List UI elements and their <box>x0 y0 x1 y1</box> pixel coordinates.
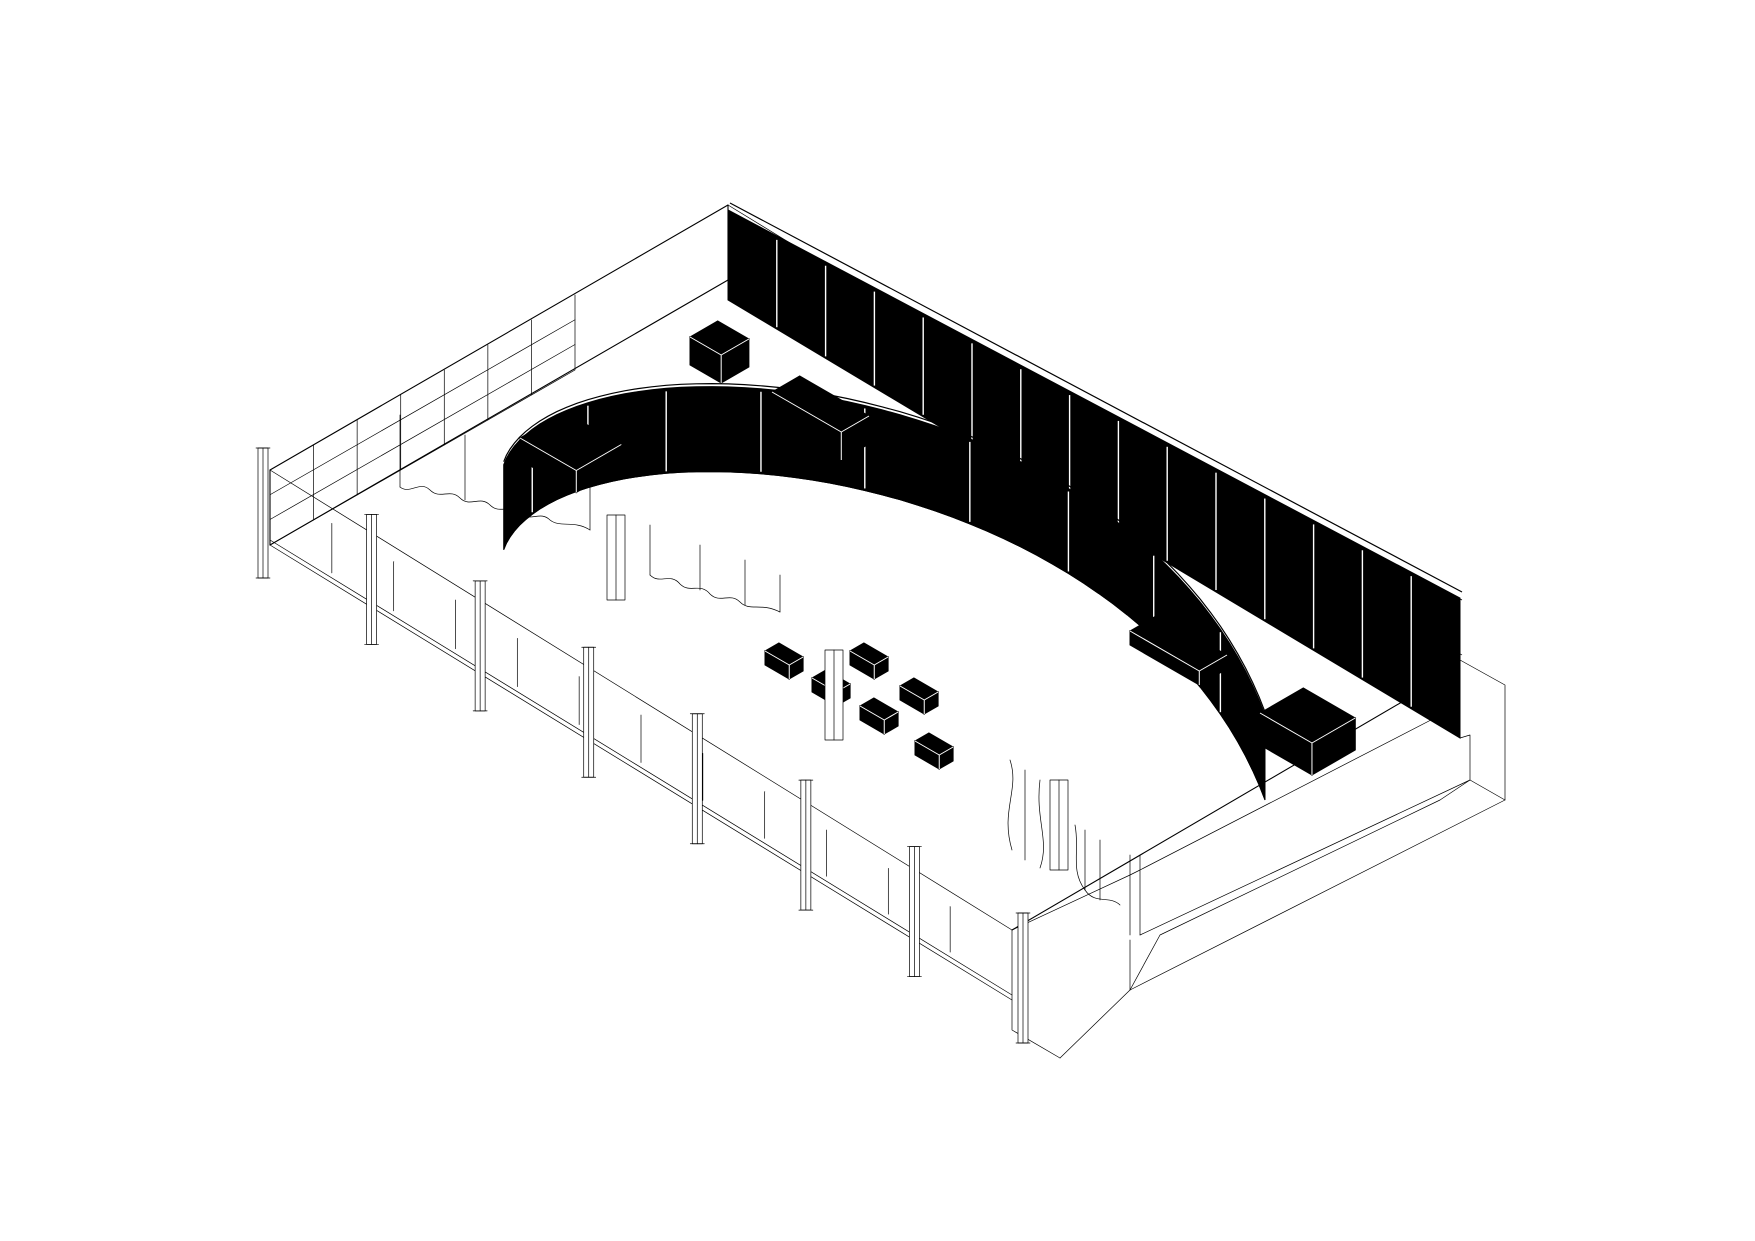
display-cases <box>763 642 955 770</box>
display-case <box>913 732 955 770</box>
front-column <box>364 514 379 645</box>
front-column <box>689 713 705 845</box>
exterior-ramp <box>1011 659 1506 1059</box>
front-column <box>907 846 922 977</box>
front-column <box>581 646 597 778</box>
display-block <box>688 320 750 384</box>
display-case <box>898 677 940 715</box>
window-transom <box>269 319 576 496</box>
interior-columns <box>606 514 1069 871</box>
window-grid-frame <box>269 294 576 546</box>
window-transom <box>269 344 576 520</box>
front-column <box>1015 912 1031 1044</box>
front-column <box>798 779 814 911</box>
display-case <box>858 697 900 735</box>
display-block <box>519 411 623 494</box>
display-block <box>771 375 870 461</box>
display-block <box>1258 687 1357 776</box>
display-block <box>1129 614 1228 686</box>
left-end-window-grid <box>269 294 576 546</box>
front-columns <box>255 447 1031 1044</box>
display-blocks <box>519 320 1357 776</box>
display-case <box>763 642 805 680</box>
curtains <box>399 414 1121 906</box>
display-case <box>848 642 890 680</box>
front-column <box>472 580 488 712</box>
front-column <box>255 447 271 579</box>
front-glazed-facade <box>269 469 1013 1001</box>
